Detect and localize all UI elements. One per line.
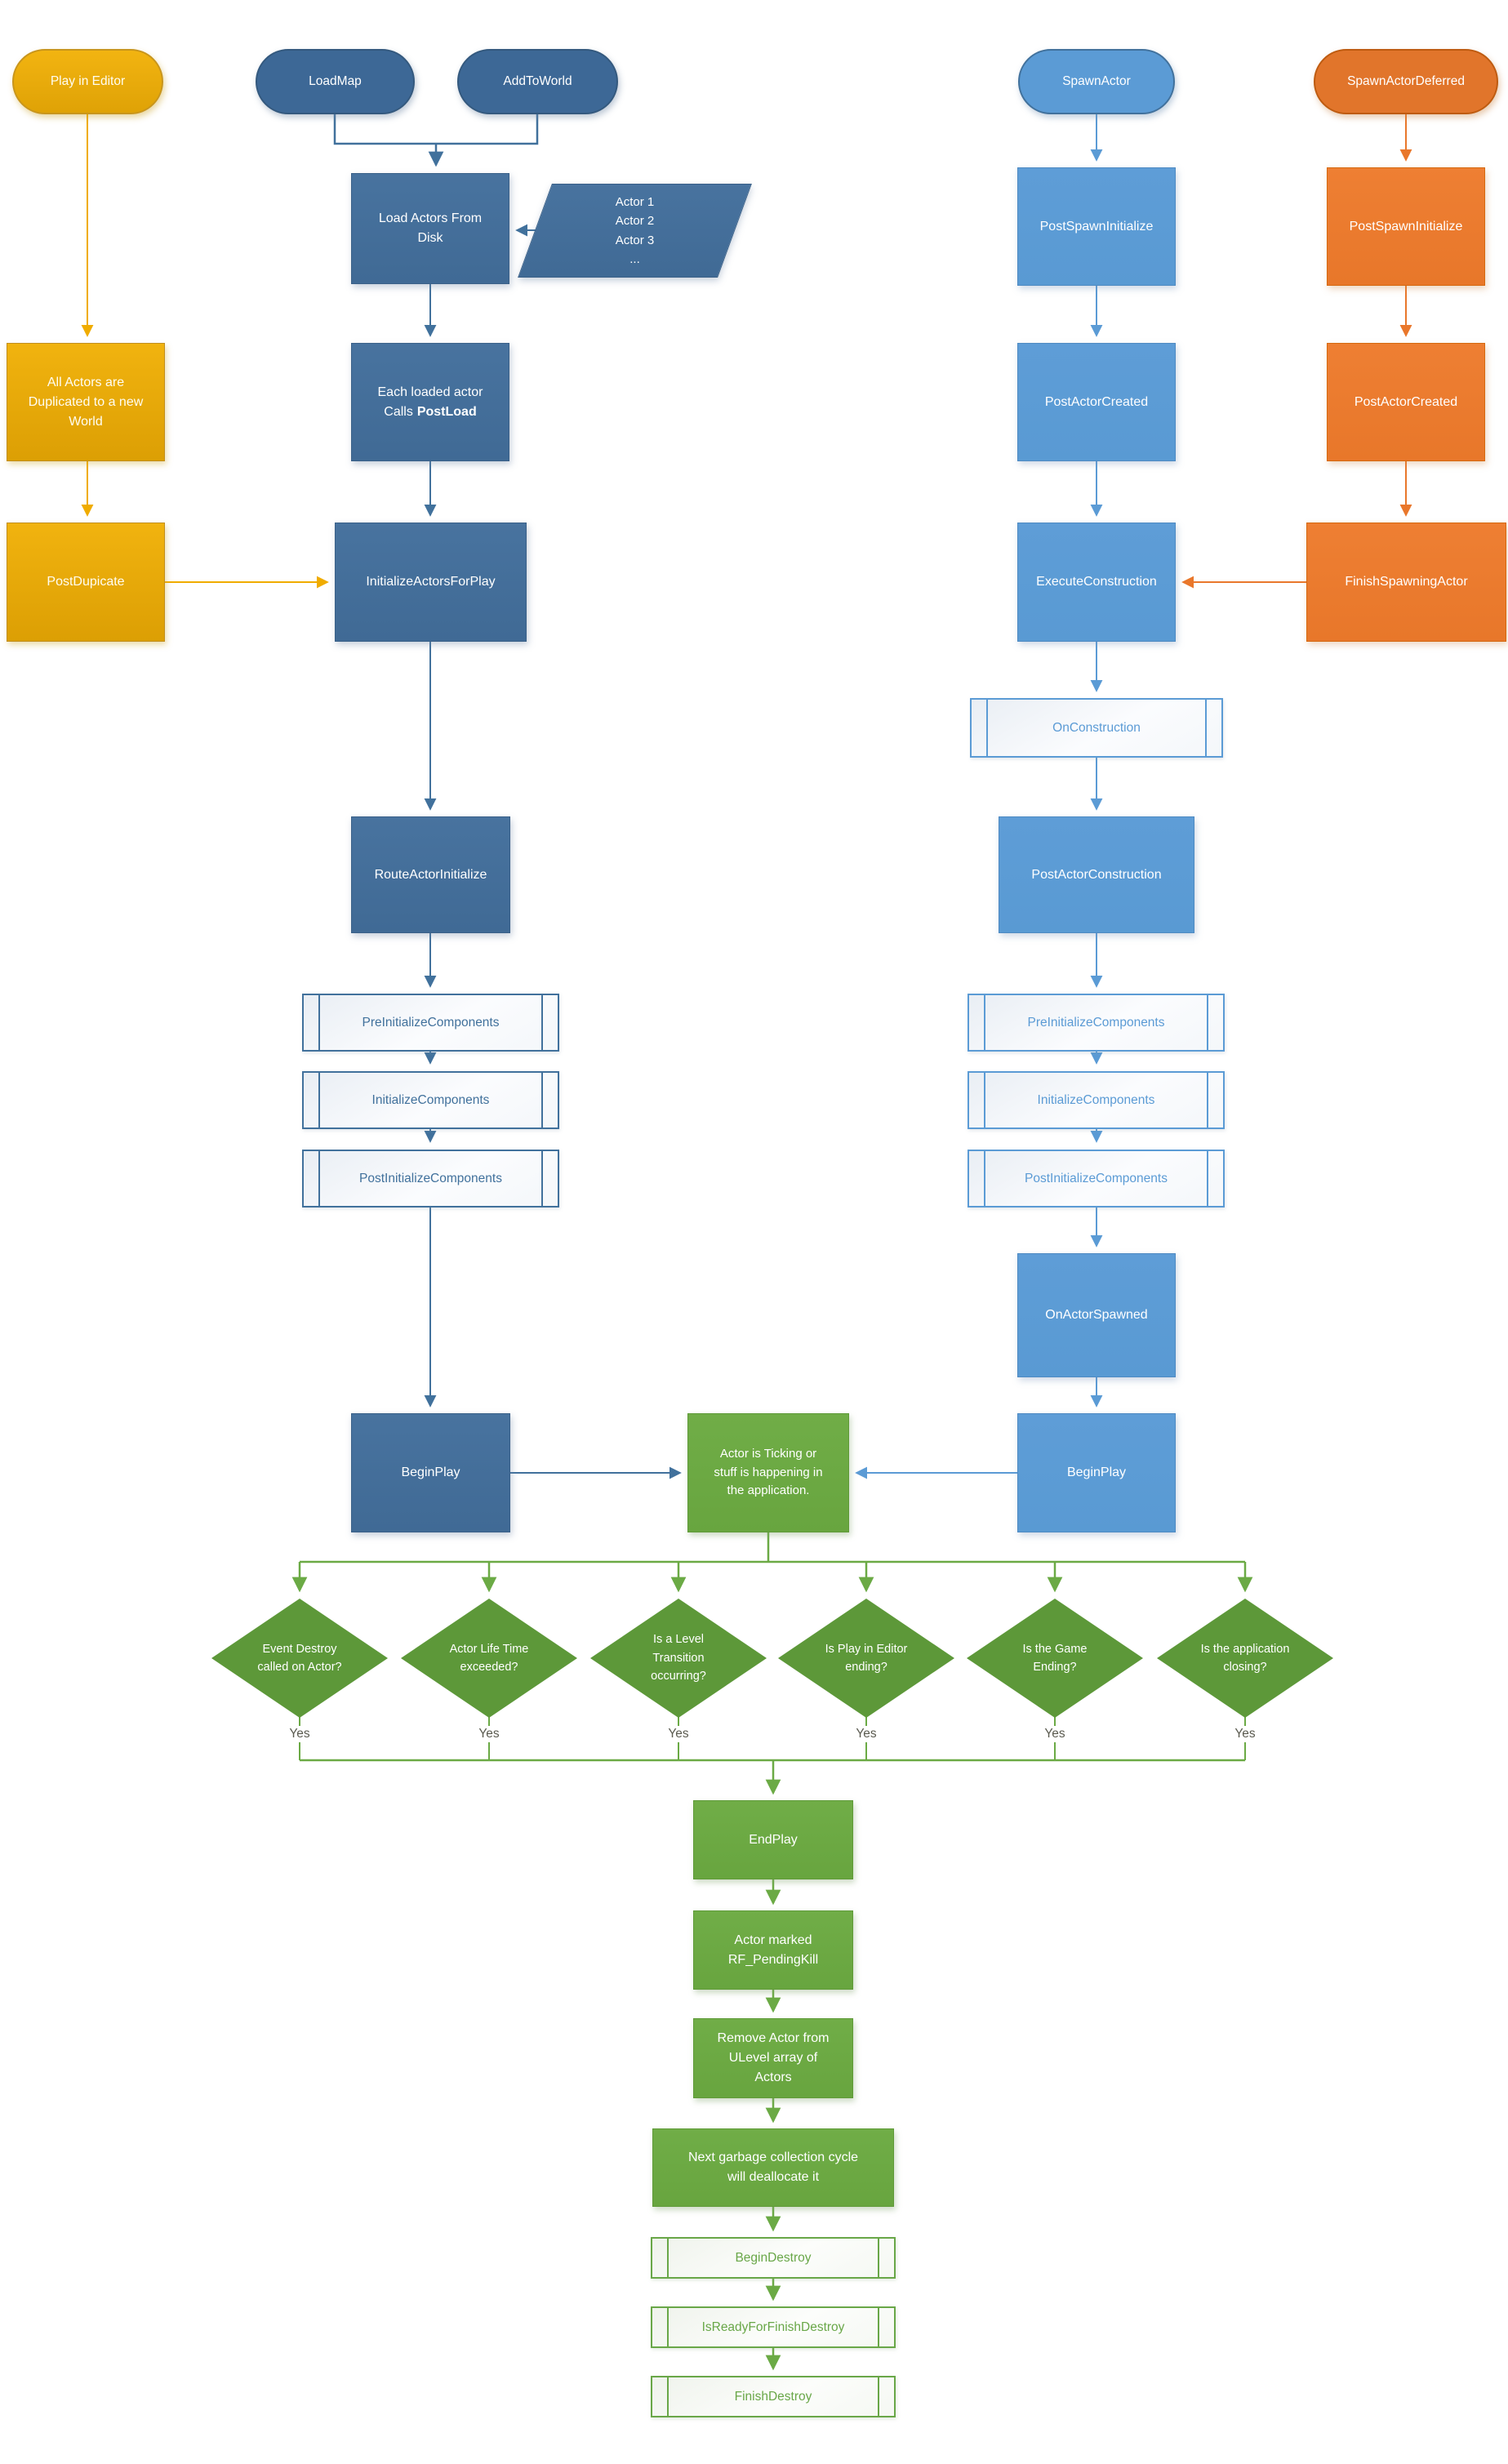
step-initialize-actors-for-play: InitializeActorsForPlay xyxy=(335,523,527,642)
subroutine-post-initialize-components-right: PostInitializeComponents xyxy=(968,1150,1225,1208)
initialize-components-label: InitializeComponents xyxy=(1037,1092,1155,1107)
subroutine-on-construction: OnConstruction xyxy=(970,698,1223,758)
yes-label: Yes xyxy=(465,1726,513,1742)
subroutine-begin-destroy: BeginDestroy xyxy=(651,2237,896,2279)
step-load-actors-from-disk: Load Actors From Disk xyxy=(351,173,509,284)
yes-label: Yes xyxy=(276,1726,323,1742)
subroutine-side-bar xyxy=(667,2238,669,2278)
step-finish-spawning-actor: FinishSpawningActor xyxy=(1306,523,1506,642)
subroutine-pre-initialize-components-left: PreInitializeComponents xyxy=(302,994,559,1052)
subroutine-initialize-components-left: InitializeComponents xyxy=(302,1071,559,1129)
subroutine-side-bar xyxy=(541,1072,543,1128)
yes-label: Yes xyxy=(843,1726,890,1742)
begin-destroy-label: BeginDestroy xyxy=(735,2250,812,2265)
pre-initialize-components-label: PreInitializeComponents xyxy=(1027,1015,1165,1030)
step-on-actor-spawned: OnActorSpawned xyxy=(1017,1253,1176,1377)
step-post-actor-created-deferred: PostActorCreated xyxy=(1327,343,1485,461)
subroutine-side-bar xyxy=(667,2377,669,2417)
start-play-in-editor: Play in Editor xyxy=(12,49,163,114)
connector-paths xyxy=(81,114,1412,2371)
finish-destroy-label: FinishDestroy xyxy=(734,2389,812,2404)
subroutine-side-bar xyxy=(878,2238,879,2278)
pre-initialize-components-label: PreInitializeComponents xyxy=(362,1015,500,1030)
subroutine-side-bar xyxy=(1207,1150,1208,1207)
step-end-play: EndPlay xyxy=(693,1800,853,1879)
start-load-map: LoadMap xyxy=(256,49,415,114)
subroutine-side-bar xyxy=(984,994,985,1051)
subroutine-side-bar xyxy=(1207,1072,1208,1128)
start-spawn-actor: SpawnActor xyxy=(1018,49,1175,114)
step-begin-play-left: BeginPlay xyxy=(351,1413,510,1532)
subroutine-side-bar xyxy=(878,2377,879,2417)
subroutine-side-bar xyxy=(667,2307,669,2347)
start-add-to-world: AddToWorld xyxy=(457,49,618,114)
each-loaded-actor-line2: Calls PostLoad xyxy=(384,403,476,422)
on-construction-label: OnConstruction xyxy=(1052,720,1141,735)
subroutine-side-bar xyxy=(984,1150,985,1207)
step-each-loaded-actor-postload: Each loaded actor Calls PostLoad xyxy=(351,343,509,461)
each-loaded-actor-line1: Each loaded actor xyxy=(377,385,483,399)
initialize-components-label: InitializeComponents xyxy=(371,1092,490,1107)
step-post-actor-construction: PostActorConstruction xyxy=(999,816,1194,933)
state-actor-ticking: Actor is Ticking or stuff is happening i… xyxy=(687,1413,849,1532)
subroutine-side-bar xyxy=(541,994,543,1051)
step-execute-construction: ExecuteConstruction xyxy=(1017,523,1176,642)
is-ready-for-finish-destroy-label: IsReadyForFinishDestroy xyxy=(701,2319,845,2334)
start-spawn-actor-deferred: SpawnActorDeferred xyxy=(1314,49,1498,114)
subroutine-side-bar xyxy=(1205,699,1207,757)
actor-list-text: Actor 1 Actor 2 Actor 3 ... xyxy=(615,195,655,266)
yes-label: Yes xyxy=(1031,1726,1079,1742)
calls-text: Calls xyxy=(384,404,413,419)
subroutine-side-bar xyxy=(318,1072,320,1128)
step-begin-play-right: BeginPlay xyxy=(1017,1413,1176,1532)
step-remove-actor-from-ulevel: Remove Actor from ULevel array of Actors xyxy=(693,2018,853,2098)
step-all-actors-duplicated: All Actors are Duplicated to a new World xyxy=(7,343,165,461)
post-initialize-components-label: PostInitializeComponents xyxy=(359,1171,502,1185)
subroutine-side-bar xyxy=(986,699,988,757)
post-initialize-components-label: PostInitializeComponents xyxy=(1025,1171,1168,1185)
step-post-actor-created-spawn: PostActorCreated xyxy=(1017,343,1176,461)
postload-bold-text: PostLoad xyxy=(416,404,477,419)
step-garbage-collection: Next garbage collection cycle will deall… xyxy=(652,2128,894,2207)
step-actor-marked-pending-kill: Actor marked RF_PendingKill xyxy=(693,1910,853,1990)
subroutine-side-bar xyxy=(878,2307,879,2347)
step-post-dupicate: PostDupicate xyxy=(7,523,165,642)
step-route-actor-initialize: RouteActorInitialize xyxy=(351,816,510,933)
subroutine-side-bar xyxy=(984,1072,985,1128)
subroutine-side-bar xyxy=(318,1150,320,1207)
subroutine-finish-destroy: FinishDestroy xyxy=(651,2376,896,2417)
subroutine-side-bar xyxy=(1207,994,1208,1051)
subroutine-is-ready-for-finish-destroy: IsReadyForFinishDestroy xyxy=(651,2306,896,2348)
subroutine-initialize-components-right: InitializeComponents xyxy=(968,1071,1225,1129)
step-post-spawn-initialize-spawn: PostSpawnInitialize xyxy=(1017,167,1176,286)
yes-label: Yes xyxy=(655,1726,702,1742)
subroutine-pre-initialize-components-right: PreInitializeComponents xyxy=(968,994,1225,1052)
yes-label: Yes xyxy=(1221,1726,1269,1742)
subroutine-side-bar xyxy=(541,1150,543,1207)
subroutine-side-bar xyxy=(318,994,320,1051)
step-post-spawn-initialize-deferred: PostSpawnInitialize xyxy=(1327,167,1485,286)
subroutine-post-initialize-components-left: PostInitializeComponents xyxy=(302,1150,559,1208)
data-actor-list: Actor 1 Actor 2 Actor 3 ... xyxy=(518,184,752,278)
